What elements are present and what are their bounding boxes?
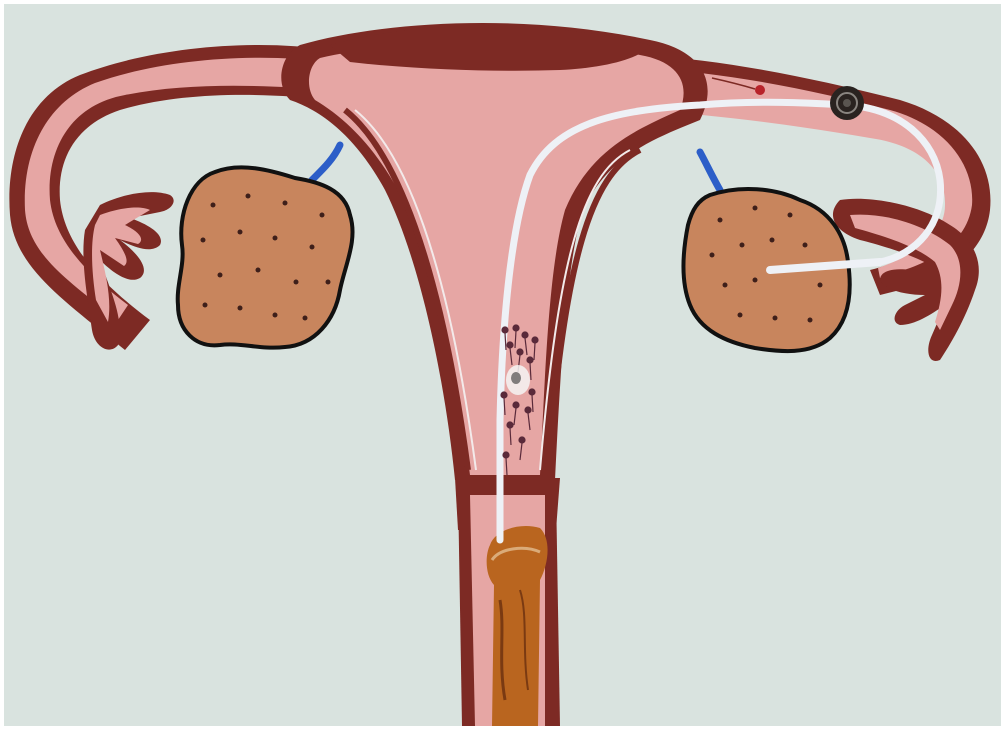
glare-center [511, 372, 521, 384]
fertilized-ovum [830, 86, 864, 120]
left-ovary [178, 167, 353, 347]
